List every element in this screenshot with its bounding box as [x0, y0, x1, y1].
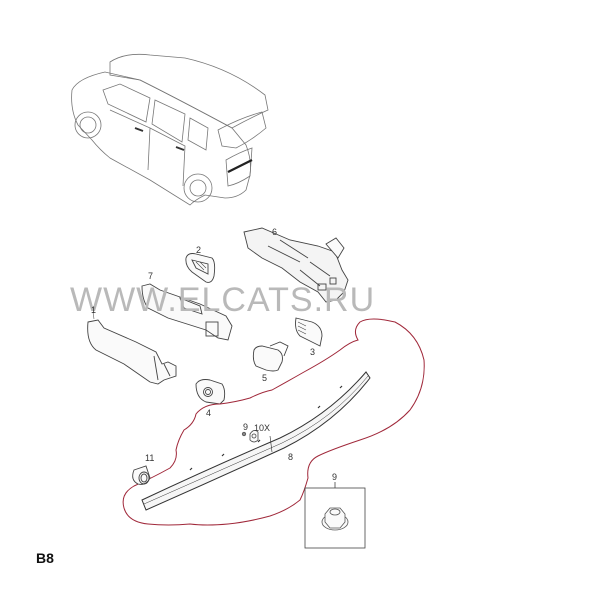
part-label-4: 4 [206, 408, 212, 418]
part-label-11: 11 [145, 453, 155, 463]
part-label-3: 3 [310, 347, 316, 357]
part-6-handle-carrier [243, 227, 349, 303]
inset-flange-nut [304, 482, 366, 549]
inset-label-9: 9 [332, 472, 338, 482]
part-label-1: 1 [91, 305, 97, 315]
part-2-handle-bezel [185, 253, 216, 283]
part-10-clip [249, 430, 259, 443]
part-8-trim-strip [141, 371, 371, 511]
part-5-end-cap [252, 341, 289, 372]
part-label-5: 5 [262, 373, 268, 383]
part-label-9-small: 9 [243, 422, 249, 432]
part-label-6: 6 [272, 227, 278, 237]
part-7-handle-grip [141, 283, 233, 341]
part-1-handle-grip [87, 319, 177, 385]
part-label-2: 2 [196, 245, 202, 255]
part-11-grommet [132, 465, 151, 485]
watermark-text: WWW.ELCATS.RU [70, 281, 376, 319]
vehicle-overview-illustration [71, 53, 269, 206]
part-9-nut-small [241, 431, 247, 437]
leader-lines [92, 311, 95, 320]
page-code: B8 [36, 550, 54, 566]
part-label-10x: 10X [254, 423, 271, 433]
part-3-handle-insert [295, 317, 323, 347]
part-label-8: 8 [288, 452, 294, 462]
part-label-7: 7 [148, 271, 154, 281]
highlight-outline [122, 318, 425, 526]
part-4-cylinder-cap [195, 379, 226, 405]
